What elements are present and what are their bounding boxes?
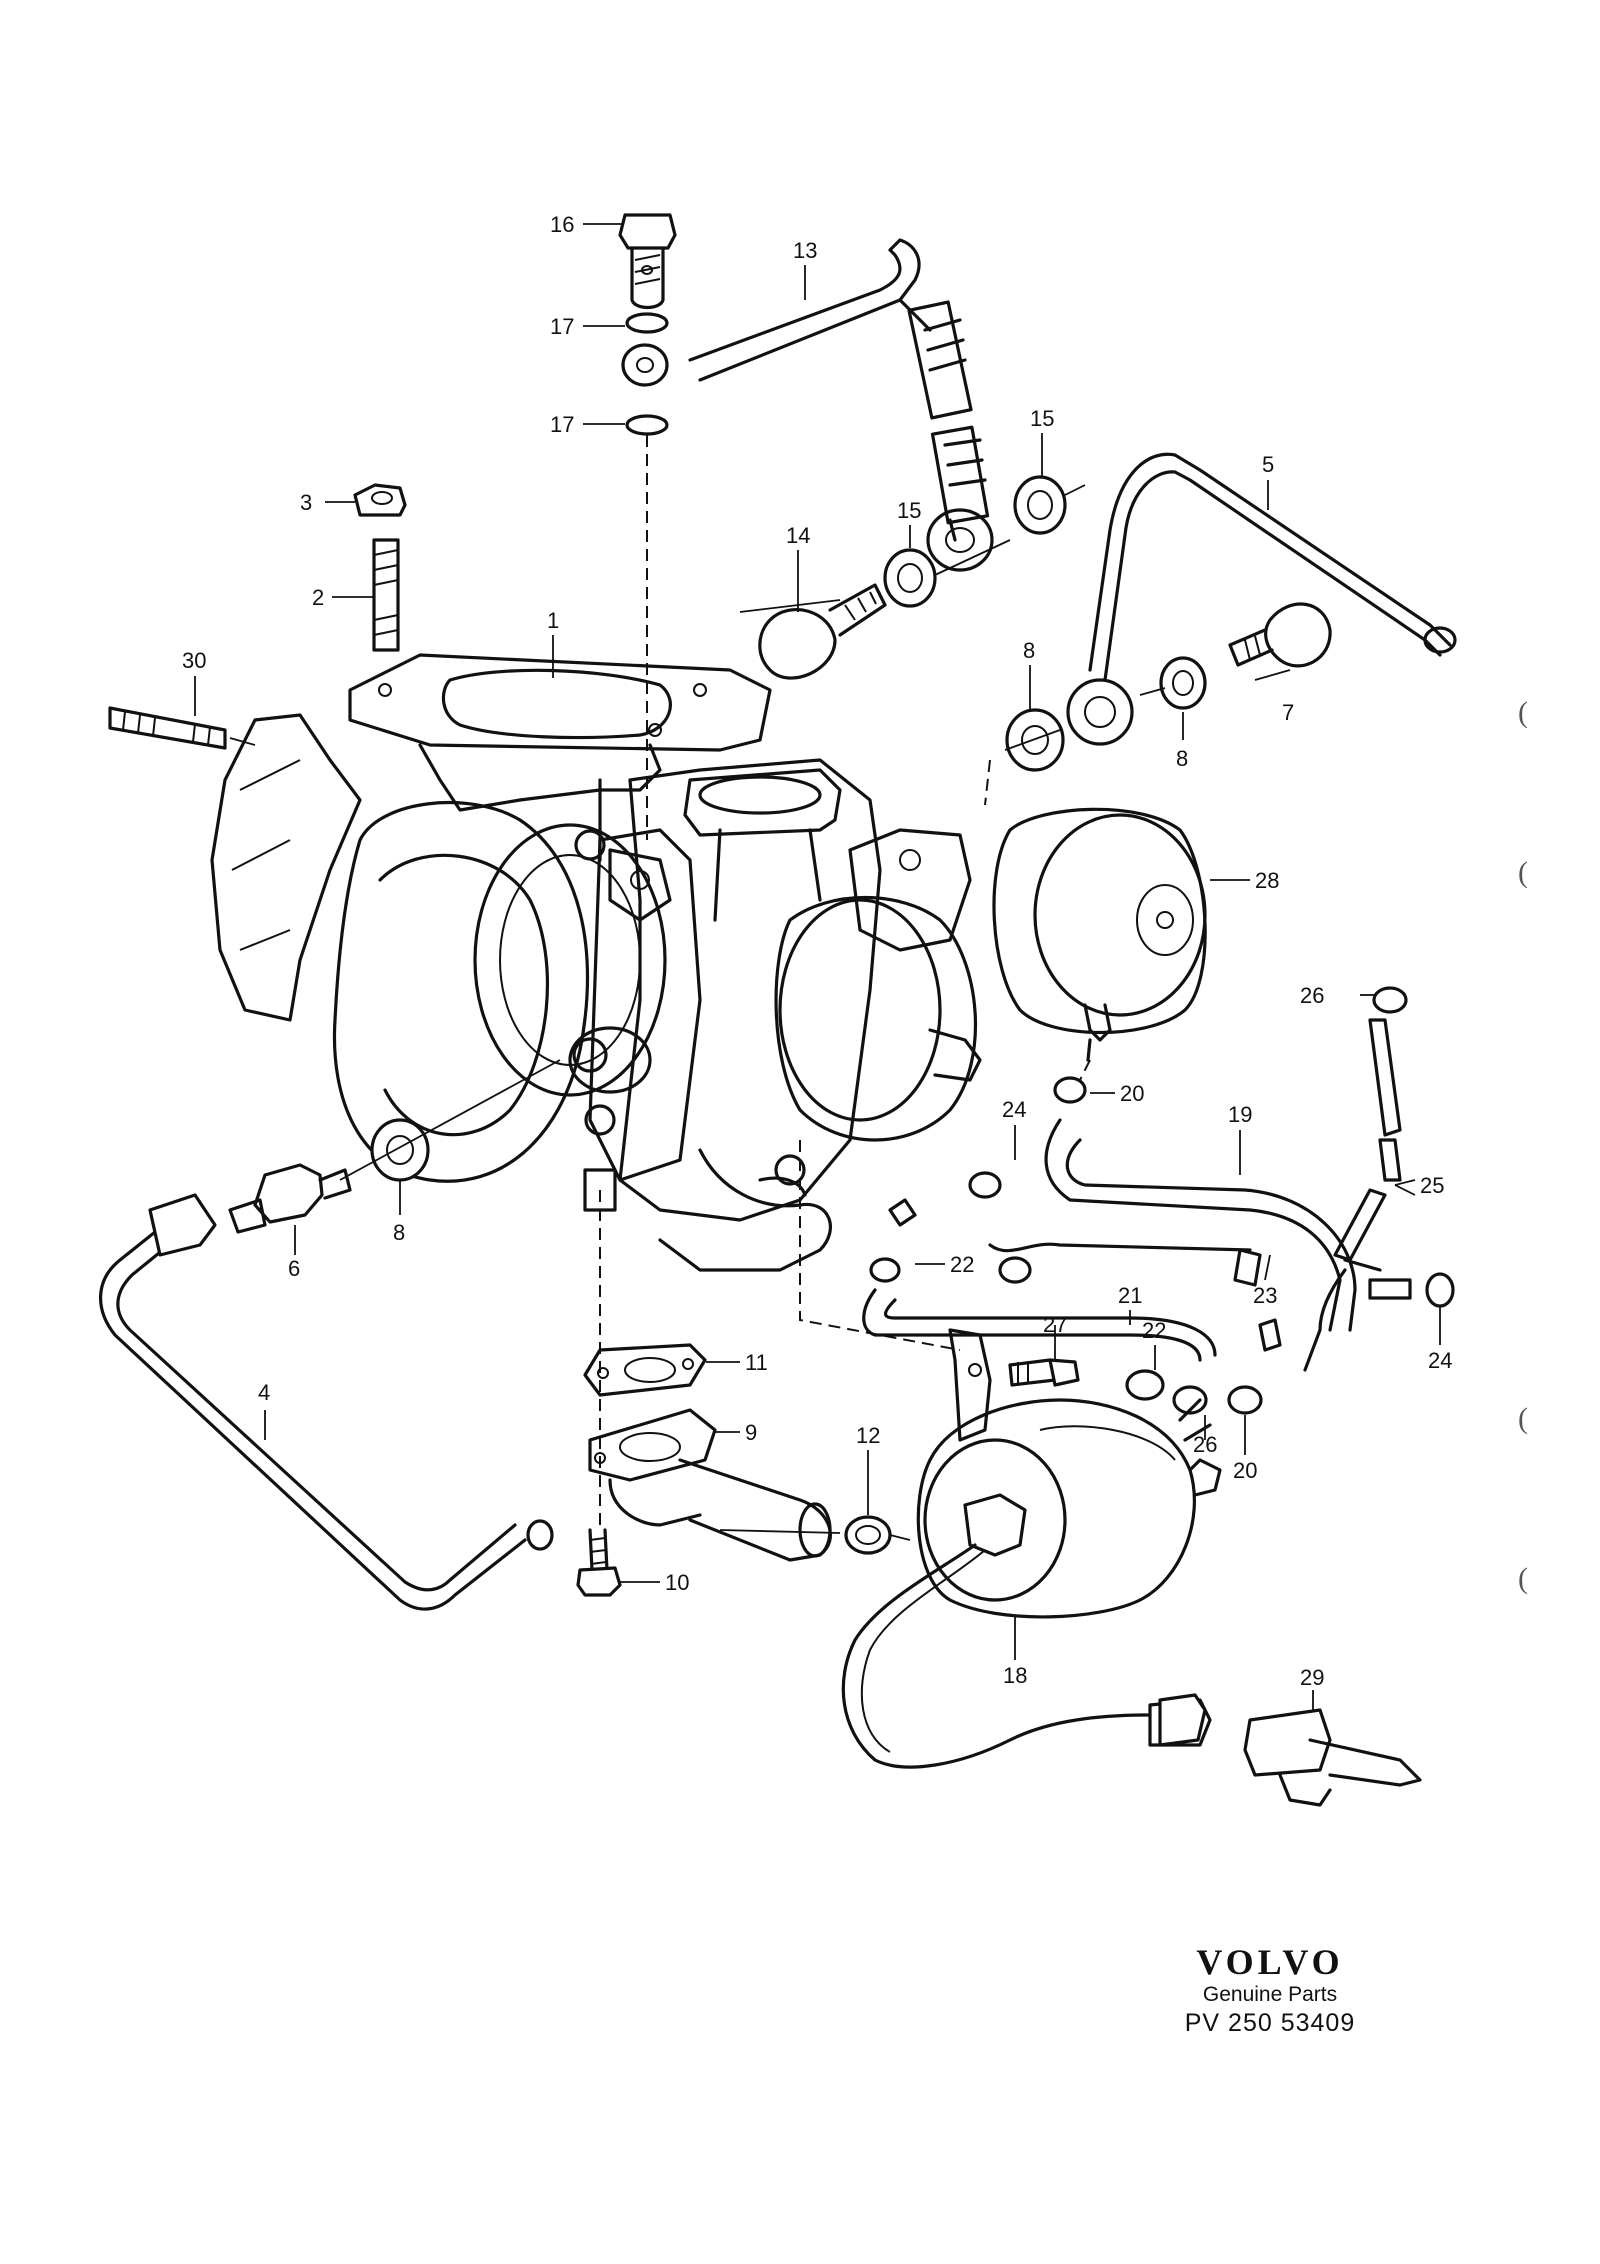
sealing-washer-8c [370,1118,430,1182]
callout-8c: 8 [393,1220,405,1245]
callout-17a: 17 [550,314,574,339]
callout-22b: 22 [1142,1318,1166,1343]
brand-block: VOLVO Genuine Parts PV 250 53409 [1160,1942,1380,2038]
callout-23: 23 [1253,1283,1277,1308]
callout-24a: 24 [1002,1097,1026,1122]
callout-3: 3 [300,490,312,515]
hose-clamps [869,986,1455,1415]
callout-8b: 8 [1176,746,1188,771]
callout-11: 11 [745,1350,768,1375]
callout-14: 14 [786,523,810,548]
callout-7: 7 [1282,700,1294,725]
sealing-washer-8a [1159,656,1207,710]
stud-30 [108,706,227,750]
callout-21: 21 [1118,1283,1142,1308]
callout-20b: 20 [1233,1458,1257,1483]
callout-29: 29 [1300,1665,1324,1690]
banjo-bolt-7 [1228,602,1332,668]
callout-19: 19 [1228,1102,1252,1127]
margin-marks: ( ( ( ( [1518,696,1528,1595]
callout-8a: 8 [1023,638,1035,663]
pipe-4 [99,1193,554,1611]
callout-16: 16 [550,212,574,237]
flange-9 [588,1408,832,1562]
gasket-11 [583,1343,707,1397]
callout-26a: 26 [1300,983,1324,1008]
control-valve-18 [841,1398,1222,1769]
nut-3 [353,483,407,517]
turbocharger-unit [210,653,982,1272]
callout-12: 12 [856,1423,880,1448]
o-ring-12 [844,1515,892,1555]
callout-leaders [194,223,1441,1712]
union-6 [228,1163,352,1234]
hose-21 [862,1242,1252,1362]
margin-mark-2: ( [1518,856,1528,889]
stud-2 [372,538,400,652]
callout-4: 4 [258,1380,270,1405]
callout-15b: 15 [1030,406,1054,431]
hose-19 [1044,1118,1357,1332]
bolt-10 [576,1528,622,1597]
margin-mark-3: ( [1518,1402,1528,1435]
callout-10: 10 [665,1570,689,1595]
margin-mark-4: ( [1518,1562,1528,1595]
diagram-code: PV 250 53409 [1184,2009,1356,2037]
oil-feed-pipe-13 [621,238,994,572]
margin-mark-1: ( [1518,696,1528,729]
banjo-bolt-16 [618,213,677,310]
callout-2: 2 [312,585,324,610]
valve-bracket [948,1328,992,1442]
callout-30: 30 [182,648,206,673]
alignment-lines [229,435,1166,1541]
brand-subtitle: Genuine Parts [1202,1983,1338,2006]
callout-20a: 20 [1120,1081,1144,1106]
callout-17b: 17 [550,412,574,437]
callout-1: 1 [547,608,559,633]
callout-5: 5 [1262,452,1274,477]
pressure-actuator-28 [992,807,1207,1062]
callout-22a: 22 [950,1252,974,1277]
callout-18: 18 [1003,1663,1027,1688]
callout-labels: 1 2 3 4 5 6 7 8 8 8 9 10 11 12 13 14 15 … [182,212,1452,1690]
callout-6: 6 [288,1256,300,1281]
callout-25: 25 [1420,1173,1444,1198]
callout-9: 9 [745,1420,757,1445]
callout-28: 28 [1255,868,1279,893]
volvo-logo: VOLVO [1196,1942,1344,1982]
callout-24b: 24 [1428,1348,1452,1373]
callout-15a: 15 [897,498,921,523]
sealing-washer-15a [883,548,937,608]
hose-23 [1233,1248,1412,1352]
connector-bracket-29 [1243,1708,1422,1807]
pipe-5 [1088,452,1457,682]
sealing-washer-17a [625,312,669,334]
callout-27: 27 [1043,1312,1067,1337]
callout-13: 13 [793,238,817,263]
callout-26b: 26 [1193,1432,1217,1457]
sealing-washer-17b [625,414,669,436]
bolt-27 [1008,1358,1080,1387]
sealing-washer-15b [1013,475,1067,535]
banjo-bolt-14 [758,583,887,680]
